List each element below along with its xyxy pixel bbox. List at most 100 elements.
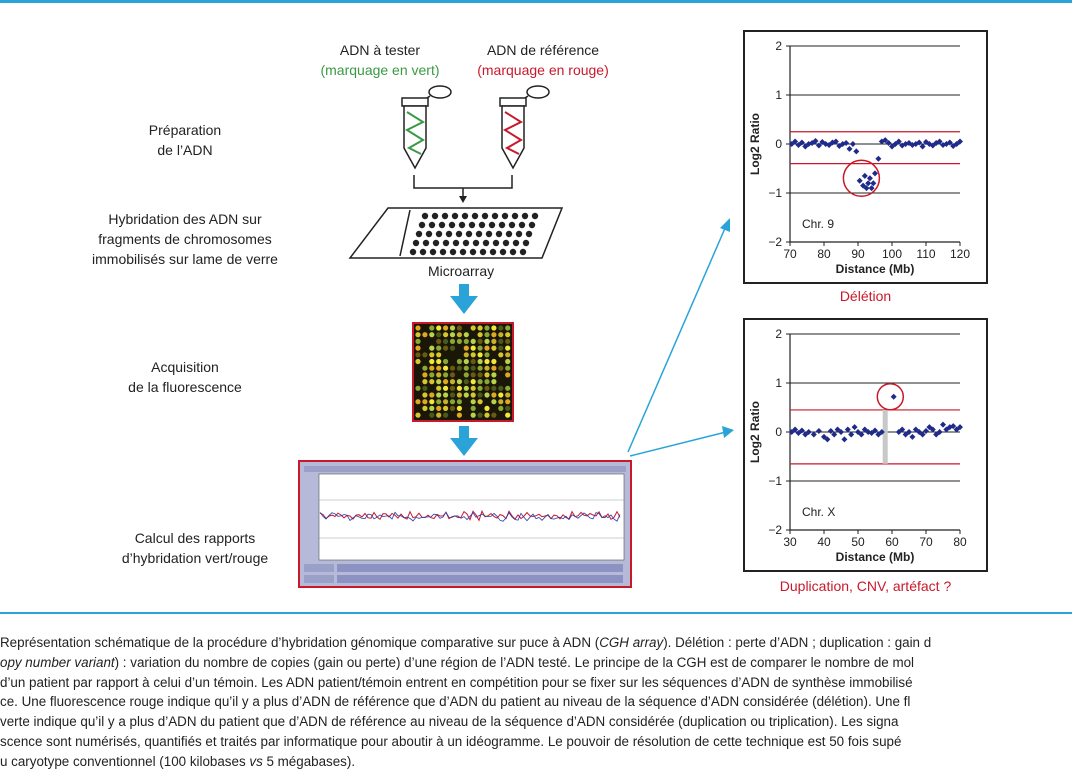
array-dot [499, 248, 507, 256]
separator-rule [0, 612, 1072, 614]
fluorescence-spot [429, 358, 435, 365]
fluorescence-spot [422, 372, 428, 378]
data-point [923, 139, 929, 146]
fluorescence-spot [491, 365, 497, 371]
data-point [815, 142, 822, 149]
fluorescence-spot [484, 325, 490, 331]
fluorescence-spot [505, 365, 511, 371]
fluorescence-spot [449, 372, 456, 378]
step-line: d’hybridation vert/rouge [121, 550, 269, 566]
fluorescence-spot [498, 392, 504, 398]
array-dot [432, 239, 440, 247]
fluorescence-spot [436, 365, 442, 371]
fluorescence-spot [422, 365, 428, 371]
data-point [824, 436, 831, 443]
fluorescence-spot [456, 379, 462, 385]
data-point [916, 139, 923, 146]
fluorescence-spot [456, 405, 462, 411]
duplication-result-label: Duplication, CNV, artéfact ? [779, 578, 952, 594]
fluorescence-spot [498, 325, 504, 331]
data-point [832, 138, 839, 145]
array-dot [465, 230, 473, 238]
fluorescence-spot [463, 385, 469, 391]
step-line: Acquisition [151, 359, 219, 375]
fluorescence-spot [429, 365, 435, 371]
array-dot [419, 248, 427, 256]
array-dot [498, 221, 506, 229]
data-point [909, 141, 916, 148]
array-dot [469, 248, 477, 256]
fluorescence-spot [456, 399, 462, 405]
fluorescence-spot [436, 392, 442, 398]
array-dot [418, 221, 426, 229]
step-line: Hybridation des ADN sur [108, 211, 262, 227]
fluorescence-spot [491, 338, 497, 344]
data-point [843, 140, 850, 147]
y-tick-label: 2 [775, 327, 782, 341]
test-tube-icon [401, 85, 452, 170]
fluorescence-spot [484, 338, 490, 344]
caption-line: Représentation schématique de la procédu… [0, 635, 932, 650]
array-dot [511, 212, 519, 220]
data-point [872, 427, 878, 434]
highlight-circle [842, 159, 881, 198]
array-dot [501, 212, 509, 220]
data-point [923, 428, 929, 435]
schematic [298, 85, 734, 588]
data-point [865, 180, 872, 187]
fluorescence-spot [429, 405, 435, 411]
data-point [861, 172, 868, 179]
array-dot [491, 212, 499, 220]
fluorescence-spot [422, 392, 428, 398]
data-point [805, 429, 812, 435]
array-dot [461, 212, 469, 220]
data-point [882, 137, 889, 144]
fluorescence-spot [491, 392, 497, 398]
array-dot [485, 230, 493, 238]
fluorescence-spot [443, 372, 449, 378]
y-axis-label: Log2 Ratio [748, 113, 762, 175]
fluorescence-spot [415, 332, 421, 338]
fluorescence-spot [443, 325, 449, 331]
array-dot [522, 239, 530, 247]
fluorescence-spot [484, 345, 490, 351]
fluorescence-spot [484, 392, 490, 398]
fluorescence-spot [477, 365, 483, 371]
x-tick-label: 40 [817, 535, 831, 549]
array-dot [455, 230, 463, 238]
array-dot [409, 248, 417, 256]
array-dot [429, 248, 437, 256]
array-dot [435, 230, 443, 238]
fluorescence-spot [491, 372, 497, 378]
array-dot [508, 221, 516, 229]
x-tick-label: 120 [950, 247, 970, 261]
array-dot [439, 248, 447, 256]
array-dot [448, 221, 456, 229]
fluorescence-spot [456, 358, 462, 365]
microarray-label: Microarray [428, 263, 495, 279]
highlight-circle [876, 382, 905, 411]
fluorescence-spot [505, 392, 511, 398]
down-arrow-icon [450, 426, 478, 456]
array-dot [445, 230, 453, 238]
data-point [919, 143, 926, 150]
caption-line: d’un patient par rapport à celui d’un té… [0, 674, 913, 690]
fluorescence-spot [449, 385, 456, 391]
data-point [906, 429, 912, 435]
fluorescence-spot [470, 358, 476, 365]
y-axis-label: Log2 Ratio [748, 401, 762, 463]
data-point [792, 138, 799, 145]
data-point [868, 185, 875, 192]
data-point [929, 426, 936, 433]
fluorescence-spot [470, 399, 476, 405]
fluorescence-spot [456, 412, 462, 418]
array-dot [475, 230, 483, 238]
array-dot [438, 221, 446, 229]
x-tick-label: 90 [851, 247, 865, 261]
array-dot [441, 212, 449, 220]
array-dot [449, 248, 457, 256]
array-dot [458, 221, 466, 229]
fluorescence-spot [470, 365, 476, 371]
step-hybridation-label: Hybridation des ADN sur fragments de chr… [60, 209, 310, 269]
